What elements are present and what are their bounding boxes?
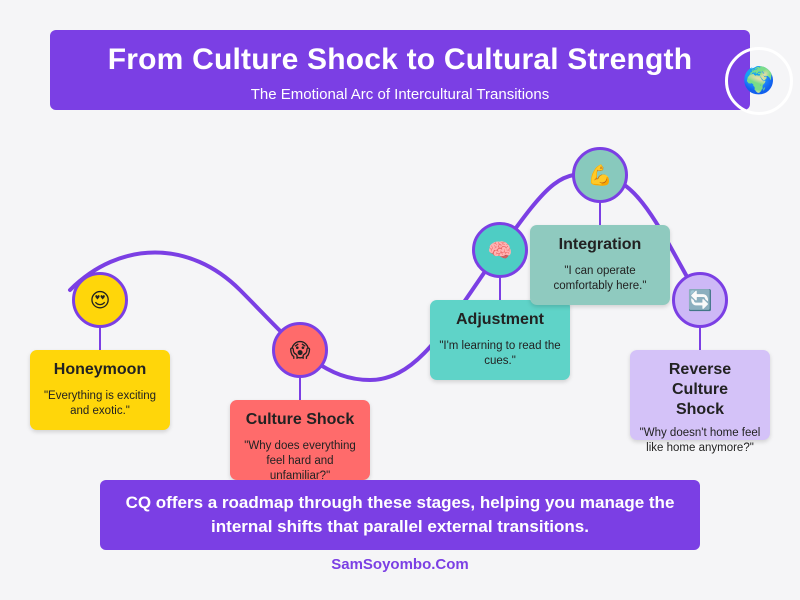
summary-banner: CQ offers a roadmap through these stages… [100, 480, 700, 550]
stage-card-culture-shock: Culture Shock "Why does everything feel … [230, 400, 370, 482]
summary-text: CQ offers a roadmap through these stages… [125, 493, 675, 536]
stage-name: Reverse Culture Shock [668, 361, 732, 418]
website-link[interactable]: SamSoyombo.Com [331, 556, 469, 573]
stage-card-reverse-culture-shock: Reverse Culture Shock "Why doesn't home … [630, 350, 770, 454]
stage-quote: "I'm learning to read the cues." [439, 340, 561, 367]
globe-icon: 🌍 [725, 47, 793, 115]
stage-card-integration: Integration "I can operate comfortably h… [530, 225, 670, 305]
brain-icon: 🧠 [472, 222, 528, 278]
stage-quote: "Why does everything feel hard and unfam… [244, 440, 356, 482]
page-title: From Culture Shock to Cultural Strength [107, 43, 693, 76]
stage-name: Honeymoon [53, 361, 147, 378]
stage-card-adjustment: Adjustment "I'm learning to read the cue… [430, 300, 570, 380]
smiling-heart-eyes-icon: 😍 [72, 272, 128, 328]
stage-quote: "Why doesn't home feel like home anymore… [639, 427, 761, 454]
stage-card-honeymoon: Honeymoon "Everything is exciting and ex… [30, 350, 170, 430]
stage-quote: "I can operate comfortably here." [553, 265, 647, 292]
stage-name: Adjustment [456, 311, 544, 328]
title-banner: From Culture Shock to Cultural Strength … [50, 30, 793, 115]
shocked-face-icon: 😱 [272, 322, 328, 378]
stage-quote: "Everything is exciting and exotic." [43, 390, 157, 417]
stage-name: Integration [558, 236, 642, 253]
page-subtitle: The Emotional Arc of Intercultural Trans… [250, 86, 550, 103]
flexed-biceps-icon: 💪 [572, 147, 628, 203]
stage-name: Culture Shock [245, 411, 355, 428]
shuffle-arrows-icon: 🔄 [672, 272, 728, 328]
